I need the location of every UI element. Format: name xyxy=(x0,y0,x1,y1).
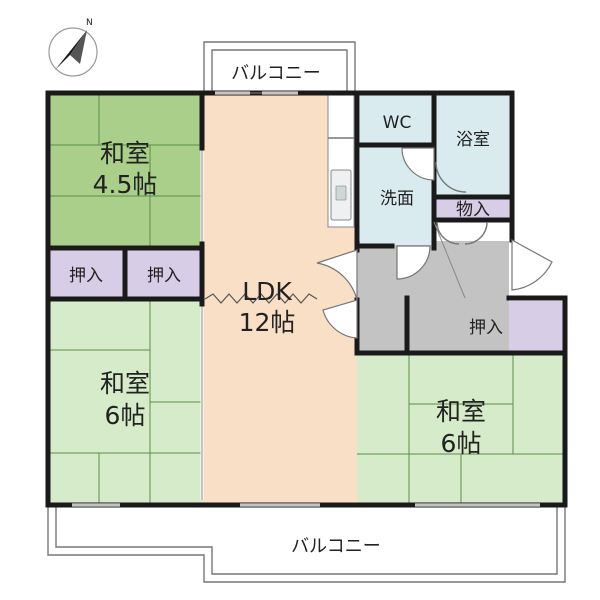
oshiire-mid-label: 押入 xyxy=(147,266,181,286)
washitsu-left-name: 和室 xyxy=(100,369,150,398)
washroom-door xyxy=(396,245,431,280)
oshiire-right-label: 押入 xyxy=(469,318,503,338)
hall-fill xyxy=(357,241,509,353)
washitsu-left-size: 6帖 xyxy=(105,401,146,430)
ldk-hall-door xyxy=(316,249,358,301)
ldk-size: 12帖 xyxy=(239,308,296,337)
storage-doors xyxy=(436,221,488,245)
balcony-bottom-label: バルコニー xyxy=(291,536,381,557)
storage-fill xyxy=(436,199,509,219)
north-arrow-icon xyxy=(55,30,87,70)
north-label: N xyxy=(86,18,93,28)
ldk-door-lower xyxy=(322,299,358,339)
north-arrow-shade xyxy=(70,30,87,64)
washroom-label: 洗面 xyxy=(380,189,414,209)
wc-door xyxy=(401,147,435,181)
tatami-left xyxy=(48,299,202,505)
washitsu-top-size: 4.5帖 xyxy=(93,170,158,199)
bath-label: 浴室 xyxy=(456,130,490,150)
storage-label: 物入 xyxy=(456,200,490,220)
oshiire-left-fill xyxy=(48,250,123,298)
washitsu-right-size: 6帖 xyxy=(441,429,482,458)
tatami-right xyxy=(357,353,565,505)
washitsu-right-name: 和室 xyxy=(436,397,486,426)
sliding-partition xyxy=(204,293,318,304)
entrance-door xyxy=(511,238,553,291)
balcony-top-label: バルコニー xyxy=(231,63,321,84)
ldk-name: LDK xyxy=(242,277,292,306)
wc-label: WC xyxy=(383,113,412,133)
washitsu-top-name: 和室 xyxy=(100,139,150,168)
compass: N xyxy=(48,18,98,77)
bath-fill xyxy=(436,95,509,195)
tatami-top xyxy=(48,93,202,246)
bath-door xyxy=(435,161,467,193)
kitchen-counter xyxy=(327,94,355,228)
oshiire-left-label: 押入 xyxy=(69,266,103,286)
washitsu-top-fill xyxy=(48,93,202,246)
wc-fill xyxy=(360,95,432,143)
balcony-top: バルコニー xyxy=(203,41,356,92)
window-sills xyxy=(72,92,540,506)
doors xyxy=(316,147,553,339)
balcony-bottom: バルコニー xyxy=(47,505,566,583)
oshiire-mid-fill xyxy=(127,250,202,298)
